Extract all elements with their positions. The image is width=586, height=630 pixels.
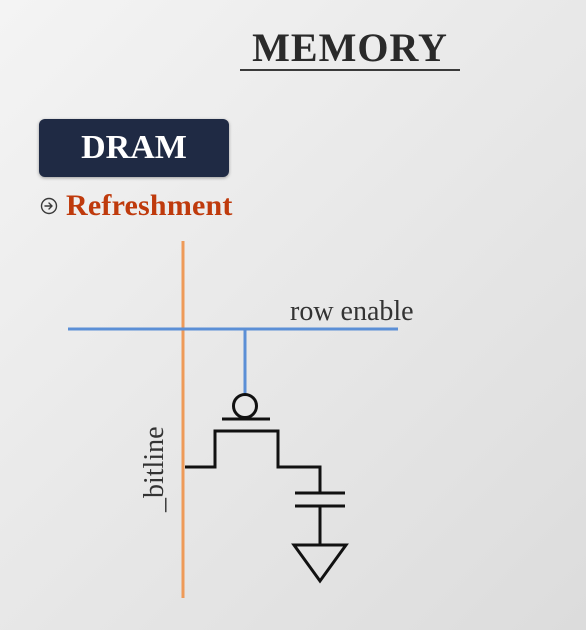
page-title: MEMORY [252,25,448,70]
subheading-row: Refreshment [40,188,233,224]
section-badge: DRAM [39,119,229,177]
gate-bubble [232,393,258,419]
ground-symbol [291,543,349,584]
title-underline [240,69,460,71]
row-enable-label: row enable [290,296,414,327]
bitline-label: _bitline [139,426,170,513]
subheading: Refreshment [66,189,233,222]
circled-arrow-right-icon [40,197,58,215]
transistor-channel [185,429,322,493]
